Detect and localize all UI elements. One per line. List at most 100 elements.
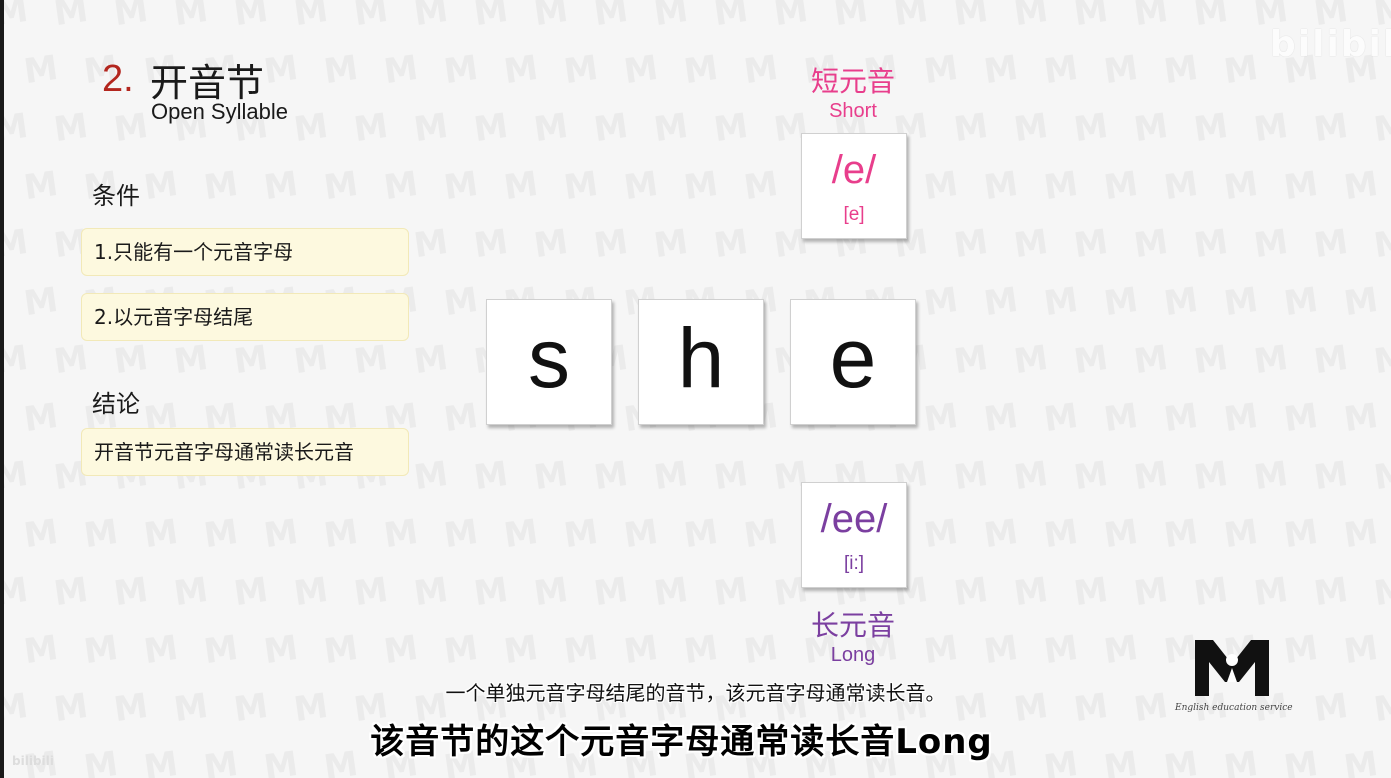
letter-tile-e: e (790, 299, 916, 425)
watermark-glyph: M (921, 511, 961, 557)
m-logo-icon (1195, 640, 1269, 696)
watermark-glyph: M (111, 569, 151, 615)
watermark-glyph: M (21, 511, 61, 557)
short-vowel-label-en: Short (829, 100, 877, 122)
left-edge-bar (0, 0, 4, 778)
watermark-glyph: M (1131, 569, 1171, 615)
watermark-glyph: M (1041, 395, 1081, 441)
watermark-glyph: M (561, 627, 601, 673)
watermark-glyph: M (561, 163, 601, 209)
watermark-glyph: M (171, 337, 211, 383)
watermark-glyph: M (591, 0, 631, 35)
bilibili-watermark: bilibili (1270, 24, 1391, 65)
watermark-glyph: M (381, 47, 421, 93)
watermark-glyph: M (411, 0, 451, 35)
watermark-glyph: M (351, 337, 391, 383)
watermark-glyph: M (471, 105, 511, 151)
watermark-glyph: M (1281, 627, 1321, 673)
watermark-glyph: M (711, 453, 751, 499)
watermark-glyph: M (1161, 395, 1201, 441)
watermark-glyph: M (1011, 453, 1051, 499)
short-vowel-phonics: /e/ (831, 148, 877, 192)
long-vowel-label: 长元音 Long (753, 604, 953, 667)
watermark-glyph: M (1281, 395, 1321, 441)
watermark-glyph: M (111, 0, 151, 35)
watermark-glyph: M (621, 47, 661, 93)
watermark-glyph: M (1251, 221, 1291, 267)
watermark-glyph: M (1101, 163, 1141, 209)
logo-caption: English education service (1175, 703, 1293, 713)
watermark-glyph: M (1311, 569, 1351, 615)
watermark-glyph: M (1371, 337, 1391, 383)
watermark-glyph: M (1191, 569, 1231, 615)
watermark-glyph: M (1221, 511, 1261, 557)
watermark-glyph: M (441, 279, 481, 325)
watermark-glyph: M (441, 163, 481, 209)
watermark-glyph: M (1161, 511, 1201, 557)
condition-box-2: 2.以元音字母结尾 (81, 293, 409, 341)
watermark-glyph: M (351, 0, 391, 35)
watermark-glyph: M (651, 105, 691, 151)
watermark-glyph: M (1371, 221, 1391, 267)
short-vowel-label-zh: 短元音 (810, 65, 895, 98)
watermark-glyph: M (951, 0, 991, 35)
watermark-glyph: M (711, 221, 751, 267)
watermark-glyph: M (591, 569, 631, 615)
watermark-glyph: M (1341, 511, 1381, 557)
watermark-glyph: M (1311, 337, 1351, 383)
watermark-glyph: M (1071, 569, 1111, 615)
watermark-glyph: M (951, 105, 991, 151)
watermark-glyph: M (1071, 221, 1111, 267)
watermark-glyph: M (681, 163, 721, 209)
watermark-glyph: M (291, 569, 331, 615)
watermark-glyph: M (951, 221, 991, 267)
watermark-glyph: M (411, 337, 451, 383)
watermark-glyph: M (621, 163, 661, 209)
watermark-glyph: M (411, 453, 451, 499)
watermark-glyph: M (771, 0, 811, 35)
watermark-glyph: M (51, 569, 91, 615)
watermark-glyph: M (1341, 163, 1381, 209)
watermark-glyph: M (51, 105, 91, 151)
watermark-glyph: M (1281, 279, 1321, 325)
watermark-glyph: M (981, 47, 1021, 93)
watermark-glyph: M (381, 627, 421, 673)
watermark-glyph: M (1071, 0, 1111, 35)
watermark-glyph: M (921, 279, 961, 325)
watermark-glyph: M (4, 221, 31, 267)
watermark-glyph: M (1011, 221, 1051, 267)
watermark-glyph: M (561, 47, 601, 93)
watermark-glyph: M (921, 395, 961, 441)
watermark-glyph: M (1041, 163, 1081, 209)
watermark-glyph: M (471, 453, 511, 499)
watermark-glyph: M (501, 511, 541, 557)
watermark-glyph: M (21, 47, 61, 93)
watermark-glyph: M (1071, 337, 1111, 383)
watermark-glyph: M (981, 279, 1021, 325)
watermark-glyph: M (711, 569, 751, 615)
watermark-glyph: M (531, 569, 571, 615)
watermark-glyph: M (1221, 279, 1261, 325)
watermark-glyph: M (81, 511, 121, 557)
watermark-glyph: M (4, 453, 31, 499)
watermark-glyph: M (1371, 569, 1391, 615)
watermark-glyph: M (21, 395, 61, 441)
watermark-glyph: M (1341, 395, 1381, 441)
watermark-glyph: M (1011, 0, 1051, 35)
watermark-glyph: M (1191, 0, 1231, 35)
watermark-glyph: M (321, 47, 361, 93)
watermark-glyph: M (171, 0, 211, 35)
letter-tile-h: h (638, 299, 764, 425)
watermark-glyph: M (231, 569, 271, 615)
watermark-glyph: M (741, 511, 781, 557)
watermark-glyph: M (1311, 105, 1351, 151)
watermark-glyph: M (651, 0, 691, 35)
watermark-glyph: M (1131, 453, 1171, 499)
watermark-glyph: M (1011, 105, 1051, 151)
watermark-glyph: M (1161, 279, 1201, 325)
watermark-glyph: M (1191, 337, 1231, 383)
watermark-glyph: M (21, 627, 61, 673)
watermark-glyph: M (201, 627, 241, 673)
long-vowel-card: /ee/ [i:] (801, 482, 907, 588)
watermark-glyph: M (561, 511, 601, 557)
